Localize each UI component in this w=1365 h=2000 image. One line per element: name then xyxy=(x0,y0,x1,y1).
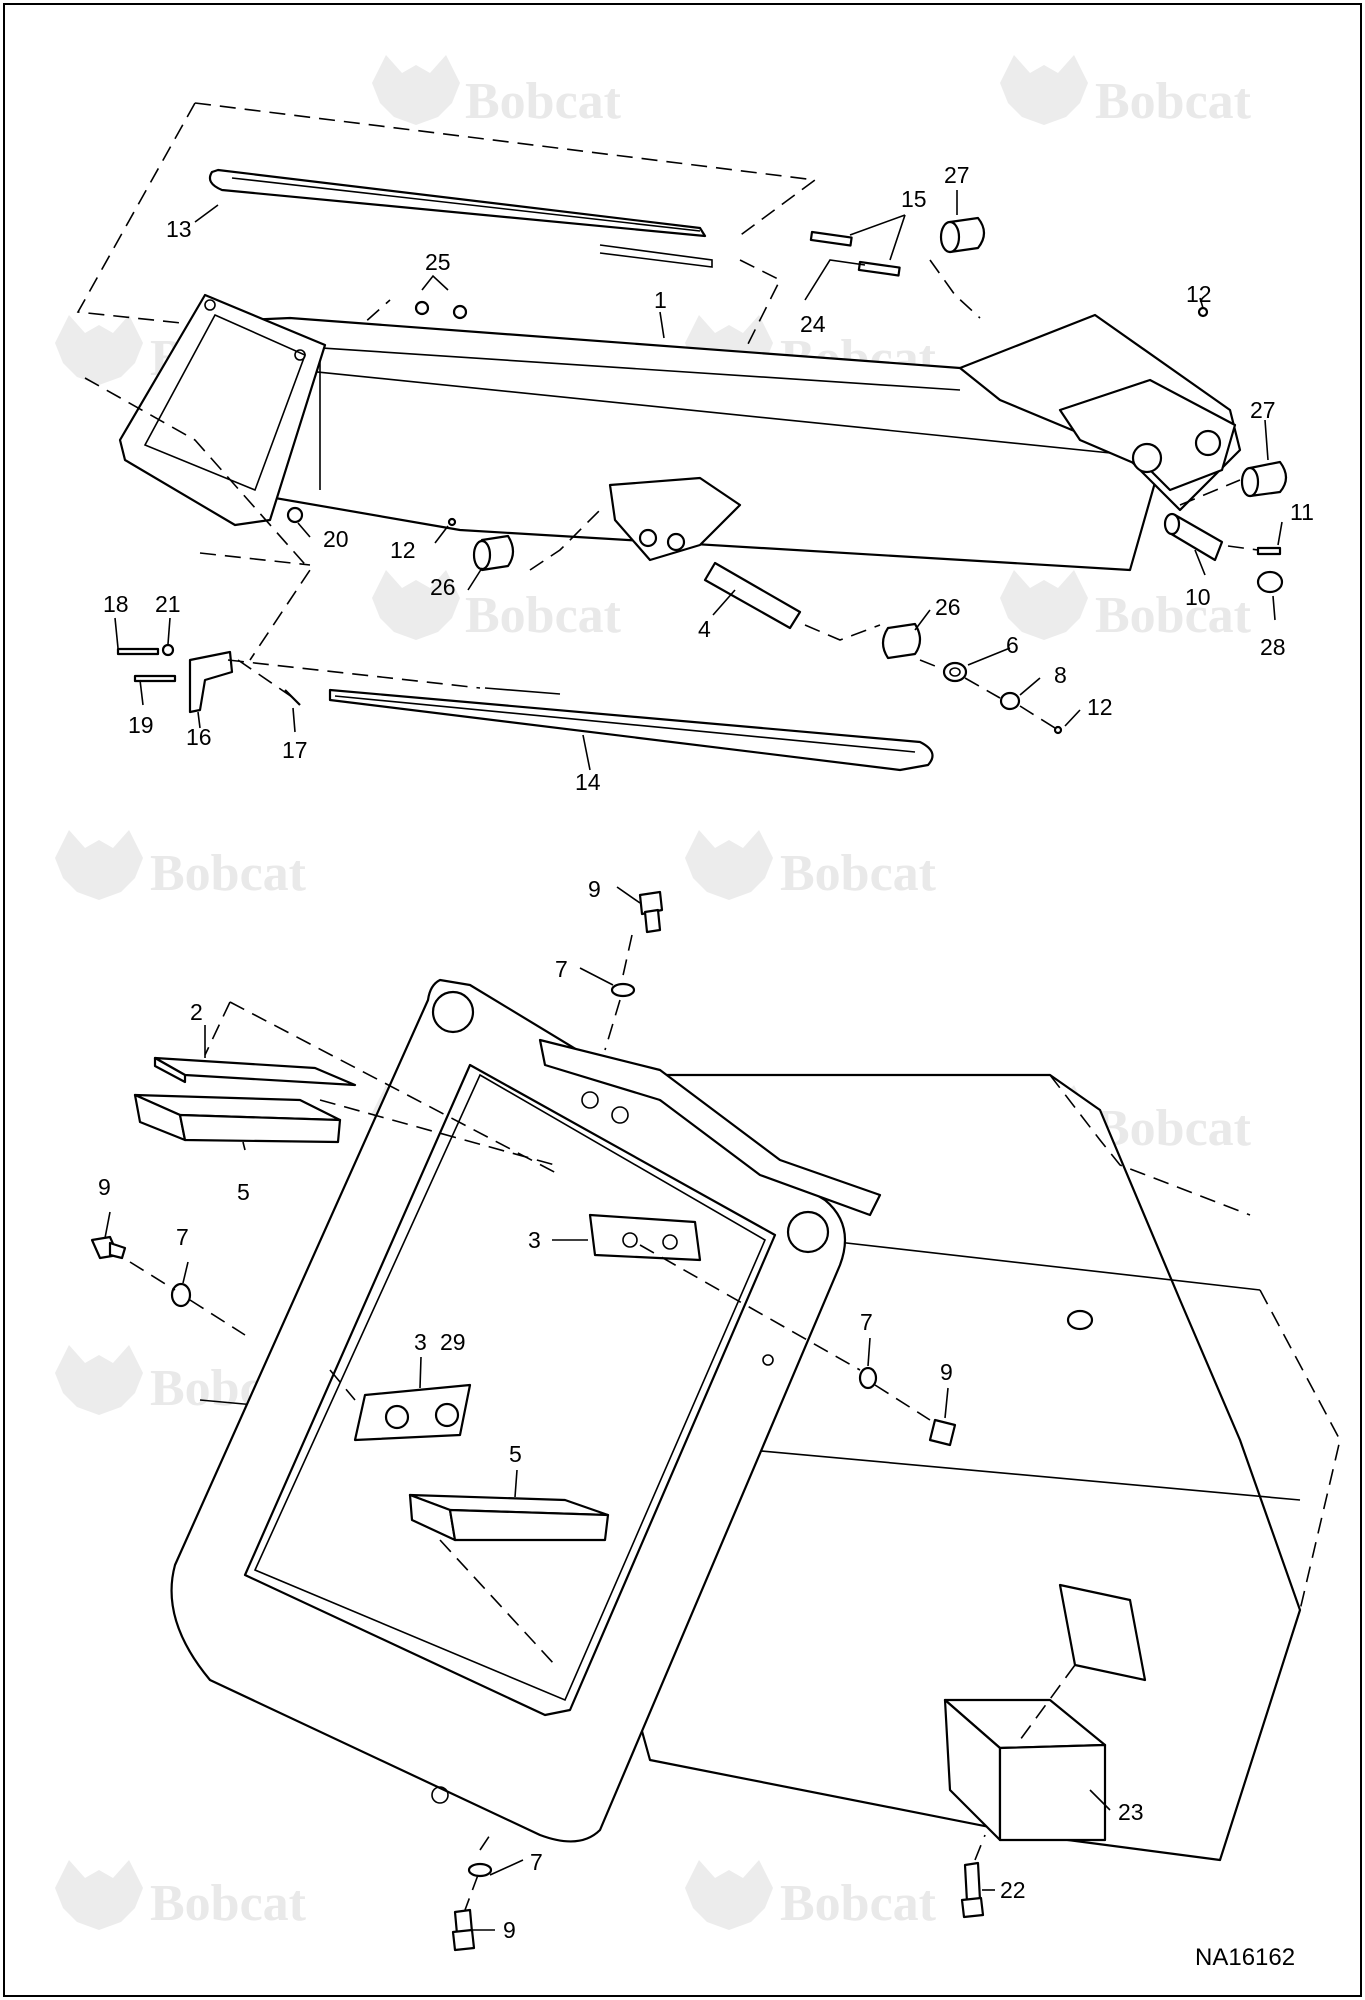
callout-19: 19 xyxy=(128,712,154,738)
callout-25: 25 xyxy=(425,249,451,275)
callout-9: 9 xyxy=(503,1917,516,1943)
callout-28: 28 xyxy=(1260,634,1286,660)
drawing-border xyxy=(3,3,1362,1997)
watermark-text: Bobcat xyxy=(780,1875,937,1932)
callout-7: 7 xyxy=(555,956,568,982)
callout-5: 5 xyxy=(237,1179,250,1205)
wear-strip-13 xyxy=(208,168,713,268)
watermark-text: Bobcat xyxy=(780,845,937,902)
drawing-code: NA16162 xyxy=(1195,1944,1295,1971)
hardware-bottom xyxy=(90,890,1094,1952)
callout-27: 27 xyxy=(1250,397,1276,423)
callout-23: 23 xyxy=(1118,1799,1144,1825)
wear-pads xyxy=(133,1056,1147,1842)
callout-1: 1 xyxy=(654,287,667,313)
watermark-text: Bobcat xyxy=(1095,587,1252,644)
callout-11: 11 xyxy=(1290,499,1314,525)
callout-26: 26 xyxy=(935,594,961,620)
callout-15: 15 xyxy=(901,186,927,212)
upper-assembly xyxy=(76,102,1288,772)
callout-9: 9 xyxy=(940,1359,953,1385)
callout-8: 8 xyxy=(1054,662,1067,688)
callout-12: 12 xyxy=(1087,694,1113,720)
callout-17: 17 xyxy=(282,737,308,763)
watermark-text: Bobcat xyxy=(465,73,622,130)
callout-5: 5 xyxy=(509,1441,522,1467)
wear-strip-14 xyxy=(328,687,934,772)
callout-26: 26 xyxy=(430,574,456,600)
dashed-connections-bottom xyxy=(129,934,1076,1911)
watermark-text: Bobcat xyxy=(150,1875,307,1932)
hardware-top xyxy=(116,216,1288,735)
callout-3: 3 xyxy=(414,1329,427,1355)
callout-7: 7 xyxy=(860,1309,873,1335)
callout-4: 4 xyxy=(698,616,711,642)
callout-12: 12 xyxy=(390,537,416,563)
callout-24: 24 xyxy=(800,311,826,337)
callout-29: 29 xyxy=(440,1329,466,1355)
mount-plate-upper xyxy=(118,293,327,527)
watermark-text: Bobcat xyxy=(1095,73,1252,130)
callout-9: 9 xyxy=(98,1174,111,1200)
callout-2: 2 xyxy=(190,999,203,1025)
callout-10: 10 xyxy=(1185,584,1211,610)
dashed-connections-top xyxy=(84,259,1259,729)
callout-18: 18 xyxy=(103,591,129,617)
callout-labels: 13 25 1 15 24 27 12 27 11 10 28 20 12 26… xyxy=(98,162,1314,1943)
callout-7: 7 xyxy=(530,1849,543,1875)
callout-leaders xyxy=(104,190,1283,1931)
callout-7: 7 xyxy=(176,1224,189,1250)
callout-16: 16 xyxy=(186,724,212,750)
callout-22: 22 xyxy=(1000,1877,1026,1903)
callout-27: 27 xyxy=(944,162,970,188)
mast-channel-1 xyxy=(198,313,1242,572)
callout-14: 14 xyxy=(575,769,601,795)
watermark-text: Bobcat xyxy=(1095,1100,1252,1157)
callout-9: 9 xyxy=(588,876,601,902)
callout-3: 3 xyxy=(528,1227,541,1253)
lower-assembly xyxy=(90,890,1341,1952)
callout-6: 6 xyxy=(1006,632,1019,658)
watermark-text: Bobcat xyxy=(150,845,307,902)
callout-12: 12 xyxy=(1186,281,1212,307)
callout-20: 20 xyxy=(323,526,349,552)
watermark-text: Bobcat xyxy=(465,587,622,644)
callout-21: 21 xyxy=(155,591,181,617)
callout-13: 13 xyxy=(166,216,192,242)
